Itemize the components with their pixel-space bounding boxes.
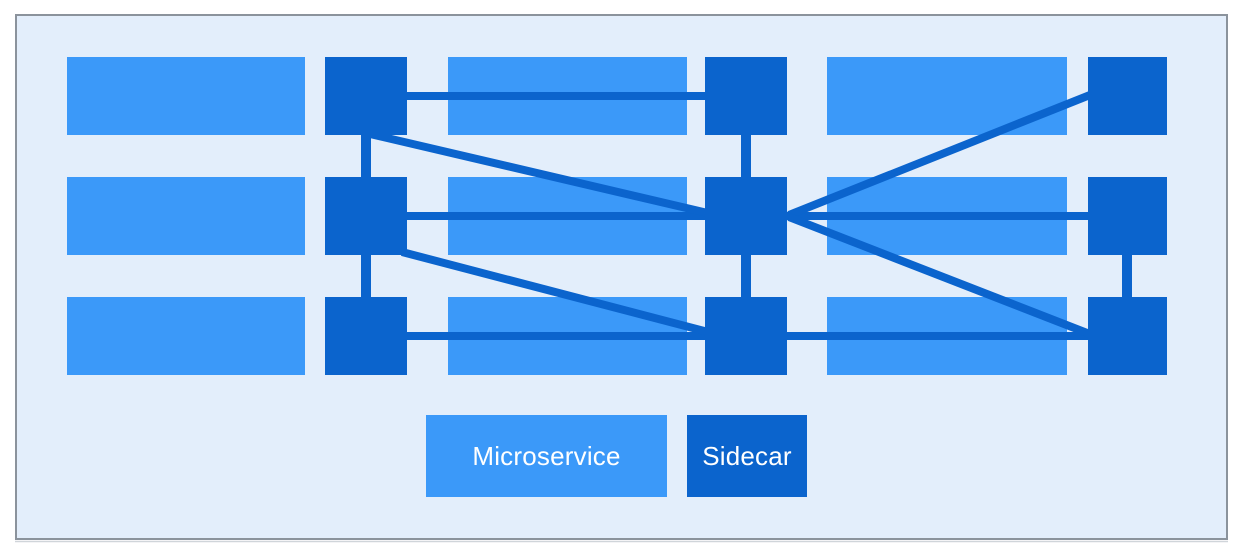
connector-diagonal <box>787 87 1102 219</box>
sidecar-node <box>325 297 407 375</box>
sidecar-node <box>325 177 407 255</box>
legend-microservice-label: Microservice <box>472 440 621 471</box>
connector-diagonal <box>787 213 1102 342</box>
microservice-node <box>67 297 305 375</box>
microservice-node <box>67 177 305 255</box>
legend-sidecar-label: Sidecar <box>702 440 792 471</box>
sidecar-node <box>1088 177 1167 255</box>
sidecar-node <box>1088 57 1167 135</box>
sidecar-node <box>705 57 787 135</box>
sidecar-node <box>705 297 787 375</box>
connector-diagonal <box>369 130 713 218</box>
sidecar-node <box>705 177 787 255</box>
connector-diagonal <box>400 248 714 337</box>
legend-sidecar-box: Sidecar <box>687 415 807 497</box>
microservice-node <box>827 57 1067 135</box>
legend-microservice-box: Microservice <box>426 415 667 497</box>
microservice-node <box>67 57 305 135</box>
sidecar-node <box>1088 297 1167 375</box>
sidecar-node <box>325 57 407 135</box>
